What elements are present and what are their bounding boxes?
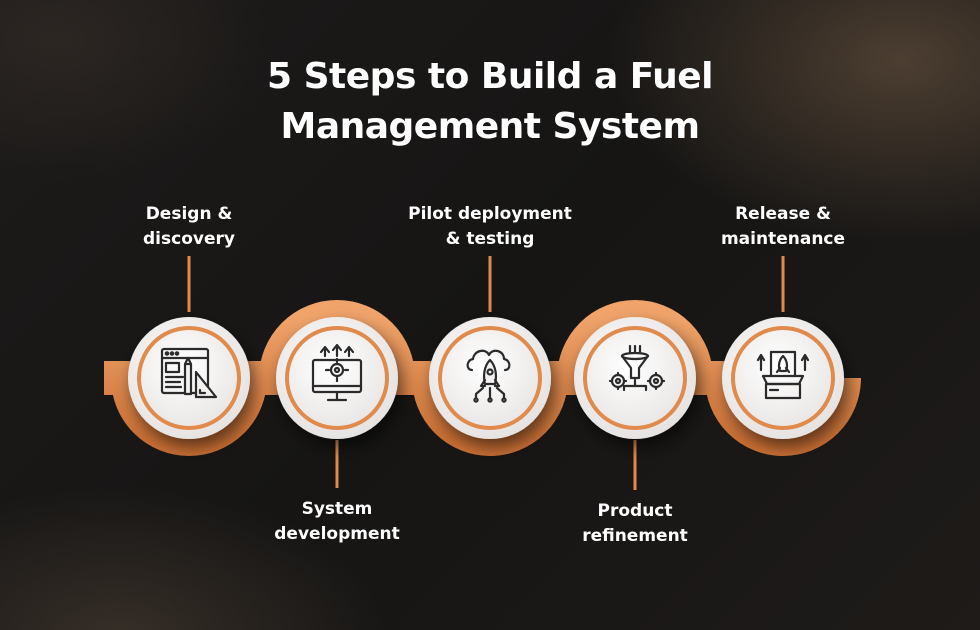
- web-design-icon: [160, 347, 218, 399]
- step-label-1: Design & discovery: [89, 202, 289, 252]
- step-circle-3: [429, 317, 551, 439]
- step-5-line-1: Release &: [735, 204, 831, 224]
- step-label-5: Release & maintenance: [683, 202, 883, 252]
- step-circle-5: [722, 317, 844, 439]
- step-2-line-1: System: [301, 499, 373, 519]
- monitor-gear-icon: [311, 343, 363, 402]
- page-title: 5 Steps to Build a Fuel Management Syste…: [0, 52, 980, 152]
- step-3-line-2: & testing: [445, 229, 535, 249]
- step-1-line-2: discovery: [143, 229, 235, 249]
- step-circle-4: [574, 317, 696, 439]
- step-2-line-2: development: [274, 524, 400, 544]
- title-line-1: 5 Steps to Build a Fuel: [267, 56, 713, 97]
- rocket-box-icon: [756, 350, 810, 400]
- title-line-2: Management System: [280, 106, 700, 147]
- step-label-3: Pilot deployment & testing: [380, 202, 600, 252]
- step-circle-1: [128, 317, 250, 439]
- step-4-line-1: Product: [597, 501, 673, 521]
- step-4-line-2: refinement: [582, 526, 688, 546]
- step-1-line-1: Design &: [145, 204, 233, 224]
- step-circle-2: [276, 317, 398, 439]
- funnel-gears-icon: [608, 344, 666, 392]
- step-3-line-1: Pilot deployment: [408, 204, 572, 224]
- step-label-2: System development: [237, 497, 437, 547]
- step-5-line-2: maintenance: [720, 229, 846, 249]
- step-label-4: Product refinement: [535, 499, 735, 549]
- cloud-rocket-icon: [466, 349, 511, 403]
